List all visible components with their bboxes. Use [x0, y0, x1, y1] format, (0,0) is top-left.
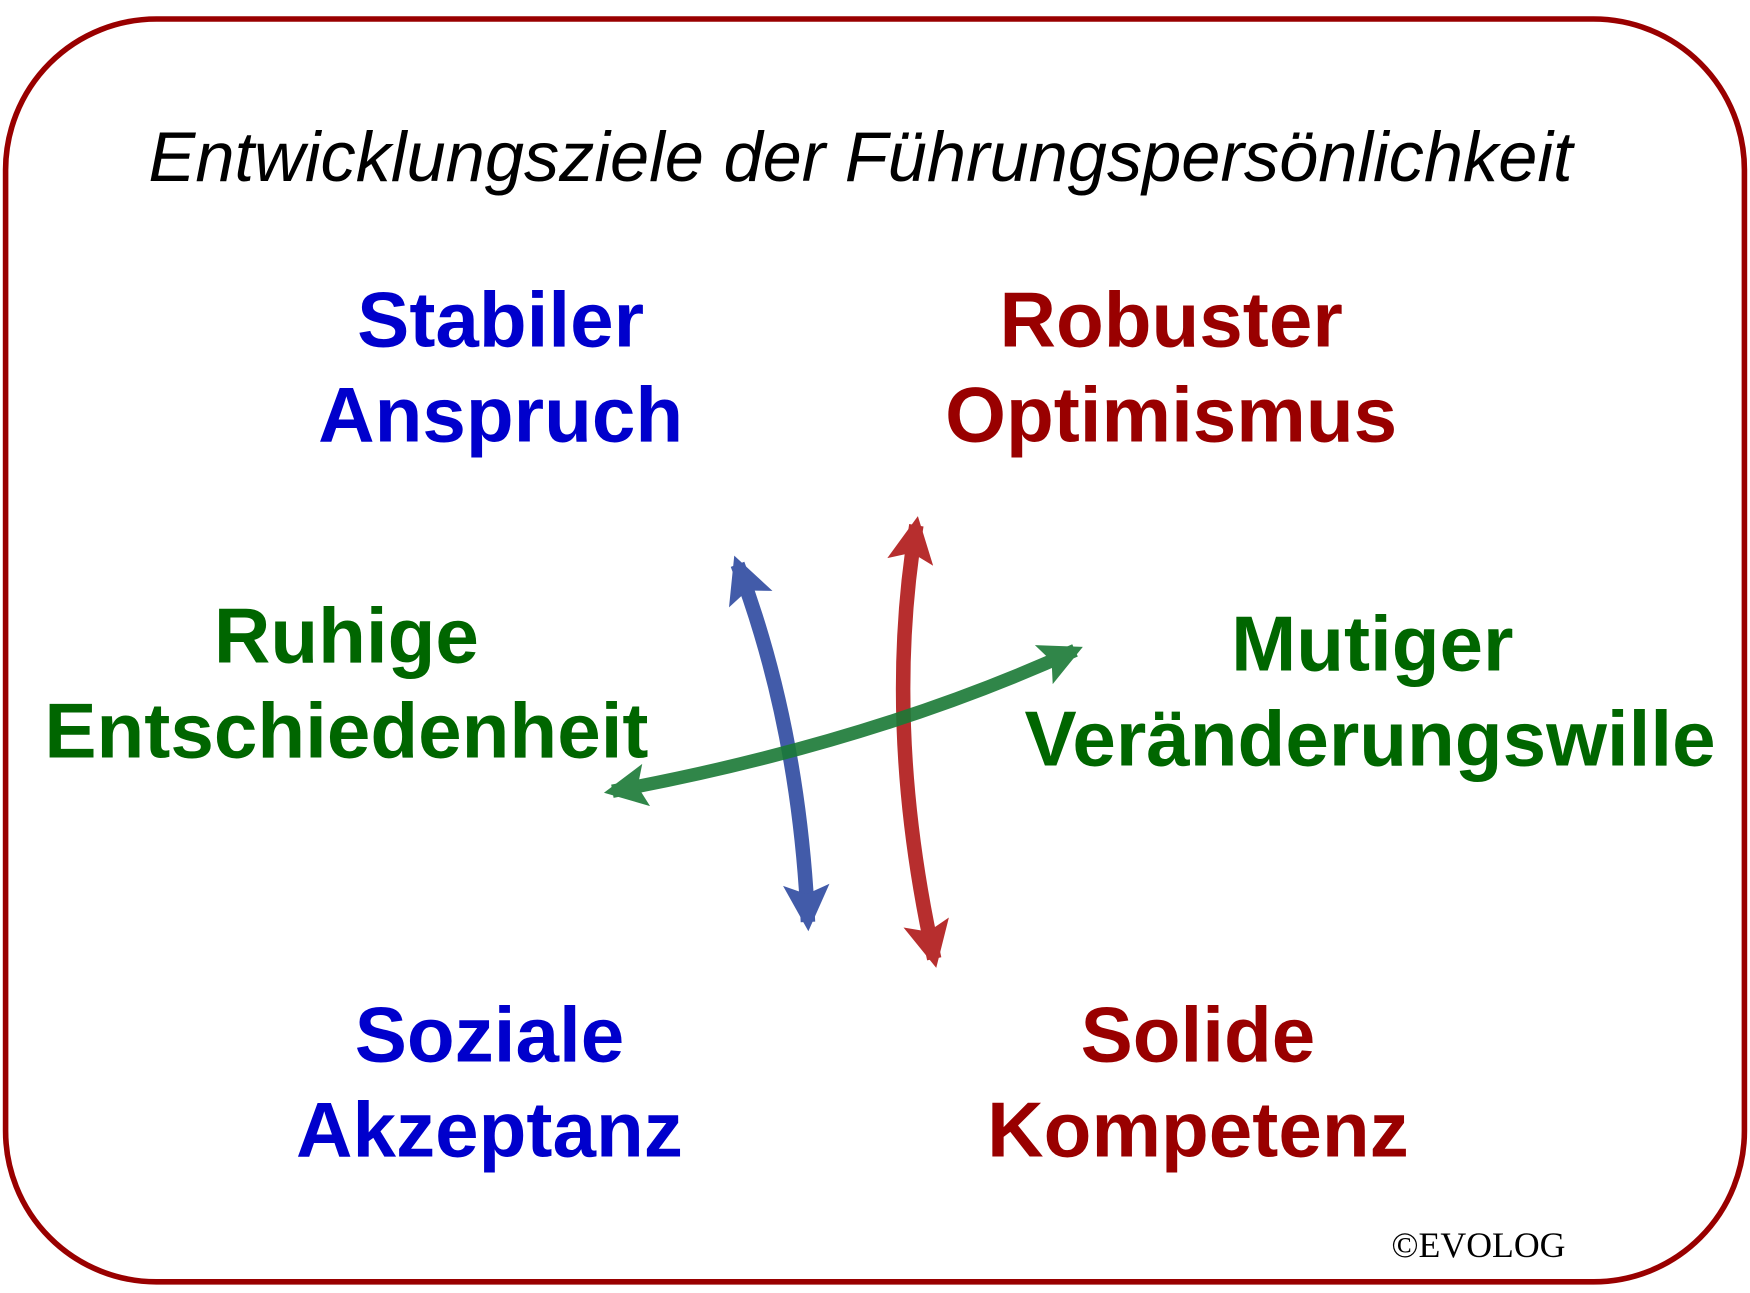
- goal-robuster-line2: Optimismus: [945, 370, 1397, 458]
- goal-ruhige-line2: Entschiedenheit: [44, 687, 648, 775]
- goal-soziale-line1: Soziale: [355, 991, 625, 1079]
- diagram-title: Entwicklungsziele der Führungspersönlich…: [148, 117, 1575, 196]
- goal-solide-line1: Solide: [1081, 991, 1316, 1079]
- green-double-arrow: [603, 644, 1083, 807]
- goal-soziale-line2: Akzeptanz: [296, 1086, 683, 1174]
- goal-mutiger-line2: Veränderungswille: [1024, 695, 1715, 783]
- goal-mutiger-line1: Mutiger: [1231, 600, 1513, 688]
- goal-robuster-line1: Robuster: [999, 275, 1342, 363]
- goal-stabiler-line1: Stabiler: [357, 275, 644, 363]
- goal-stabiler-line2: Anspruch: [318, 370, 683, 458]
- goal-solide-line2: Kompetenz: [987, 1086, 1409, 1174]
- copyright-text: ©EVOLOG: [1391, 1225, 1565, 1265]
- goal-ruhige-line1: Ruhige: [214, 592, 479, 680]
